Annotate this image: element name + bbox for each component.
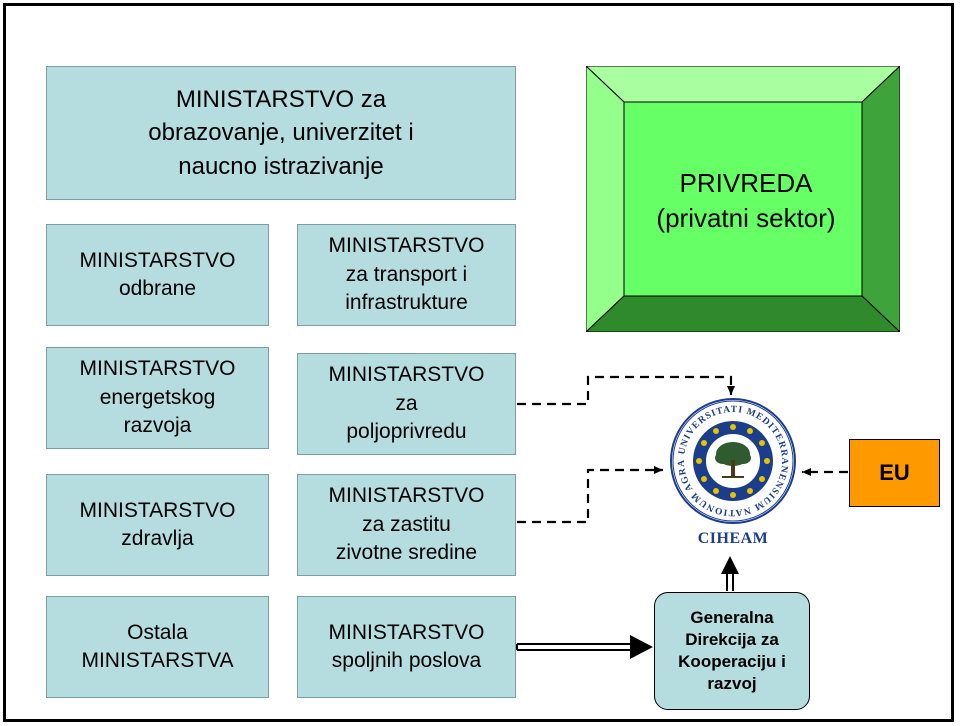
ministry-agriculture-label: MINISTARSTVO za poljoprivredu	[328, 363, 485, 444]
ministry-environment-box: MINISTARSTVO za zastitu zivotne sredine	[297, 474, 516, 576]
ministry-foreign-affairs-box: MINISTARSTVO spoljnih poslova	[297, 596, 516, 698]
privreda-bevel	[584, 64, 902, 334]
ministry-education-box: MINISTARSTVO za obrazovanje, univerzitet…	[46, 66, 516, 200]
dashed-connector-agriculture	[517, 375, 735, 406]
ciheam-seal-icon: UNIVERSITATI MEDITERRANENSIUM NATIONUM A…	[664, 389, 796, 524]
ciheam-logo: UNIVERSITATI MEDITERRANENSIUM NATIONUM A…	[664, 389, 798, 554]
ministry-education-label: MINISTARSTVO za obrazovanje, univerzitet…	[148, 85, 414, 180]
ministry-foreign-affairs-label: MINISTARSTVO spoljnih poslova	[328, 620, 485, 672]
eu-box: EU	[849, 439, 940, 507]
eu-label: EU	[879, 460, 910, 485]
ministry-transport-box: MINISTARSTVO za transport i infrastruktu…	[297, 224, 516, 326]
ministry-energy-label: MINISTARSTVO energetskog razvoja	[79, 357, 236, 438]
dashed-connector-environment	[517, 466, 663, 524]
privreda-box: PRIVREDA (privatni sektor)	[584, 64, 902, 334]
ministry-agriculture-box: MINISTARSTVO za poljoprivredu	[297, 353, 516, 455]
directorate-box: Generalna Direkcija za Kooperaciju i raz…	[654, 592, 810, 710]
ministry-environment-label: MINISTARSTVO za zastitu zivotne sredine	[328, 484, 485, 565]
ministry-defense-box: MINISTARSTVO odbrane	[46, 224, 269, 326]
double-arrow-foreign-to-directorate	[516, 635, 653, 659]
ministry-health-label: MINISTARSTVO zdravlja	[79, 498, 236, 550]
ministry-transport-label: MINISTARSTVO za transport i infrastruktu…	[328, 234, 485, 315]
directorate-label: Generalna Direkcija za Kooperaciju i raz…	[678, 607, 786, 694]
other-ministries-label: Ostala MINISTARSTVA	[81, 620, 234, 672]
ciheam-label: CIHEAM	[697, 530, 769, 547]
ministry-energy-box: MINISTARSTVO energetskog razvoja	[46, 347, 269, 449]
ministry-defense-label: MINISTARSTVO odbrane	[79, 248, 236, 300]
double-arrow-directorate-to-ciheam	[721, 556, 739, 591]
ministry-health-box: MINISTARSTVO zdravlja	[46, 474, 269, 576]
other-ministries-box: Ostala MINISTARSTVA	[46, 596, 269, 698]
privreda-label: PRIVREDA (privatni sektor)	[656, 167, 836, 233]
